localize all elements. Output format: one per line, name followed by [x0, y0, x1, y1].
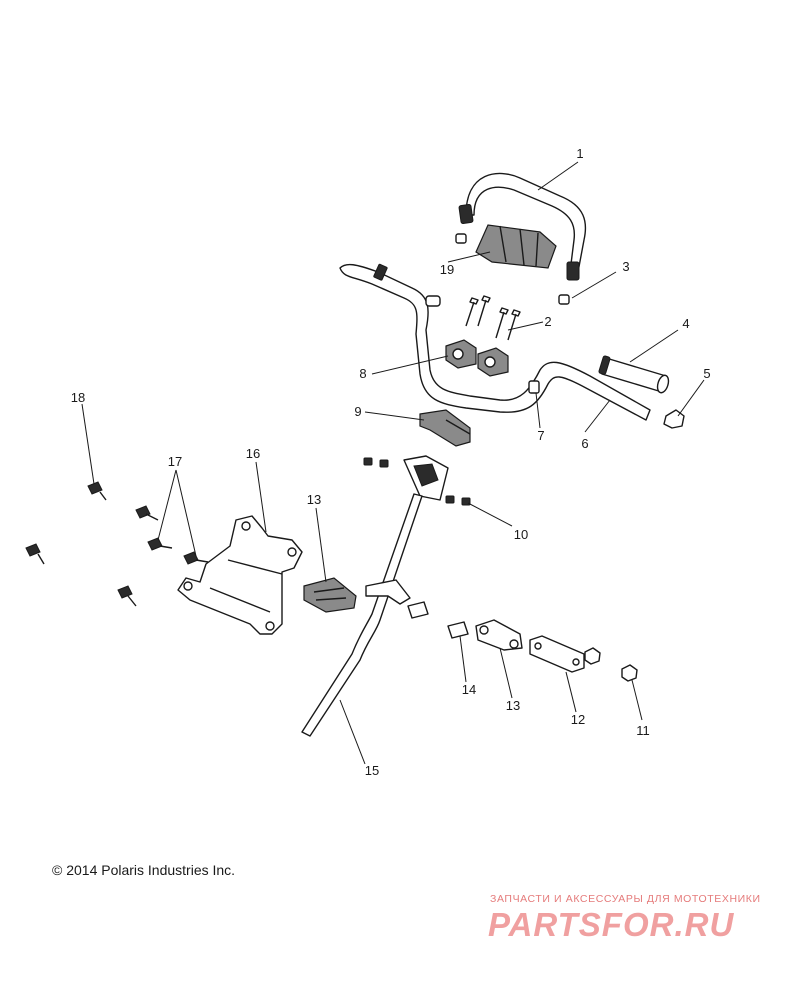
part-2-bolts	[465, 295, 521, 341]
callout-19: 19	[440, 262, 454, 277]
callout-9: 9	[354, 404, 361, 419]
part-13-clamp-upper	[303, 577, 357, 613]
callout-16: 16	[246, 446, 260, 461]
part-1-crossbar-pad	[458, 172, 587, 281]
callout-2: 2	[544, 314, 551, 329]
callout-17: 17	[168, 454, 182, 469]
watermark-logo: PARTSFOR.RU	[488, 906, 735, 943]
callout-5: 5	[703, 366, 710, 381]
part-7-nut	[528, 380, 540, 394]
part-6-handlebar	[339, 263, 651, 421]
callout-15: 15	[365, 763, 379, 778]
callout-7: 7	[537, 428, 544, 443]
part-17-bolts	[117, 505, 209, 607]
part-3-nut	[558, 294, 570, 305]
part-9-riser-clamp	[419, 409, 471, 447]
callout-labels: 1 2 3 4 5 6 7 8 9 10 11 12 13 13 14 15 1…	[71, 146, 711, 778]
part-4-grip	[598, 355, 670, 394]
part-11-nuts	[584, 647, 638, 682]
part-14-bushings	[407, 601, 469, 639]
part-15-steering-post	[301, 455, 449, 737]
callout-18: 18	[71, 390, 85, 405]
callout-4: 4	[682, 316, 689, 331]
callout-10: 10	[514, 527, 528, 542]
callout-1: 1	[576, 146, 583, 161]
callout-6: 6	[581, 436, 588, 451]
part-8-upper-clamps	[445, 339, 509, 377]
callout-11: 11	[636, 723, 650, 738]
part-12-bracket-plate	[529, 635, 585, 673]
part-16-mounting-bracket	[177, 515, 303, 635]
copyright-notice: © 2014 Polaris Industries Inc.	[52, 862, 236, 878]
callout-12: 12	[571, 712, 585, 727]
part-13-clamp-lower	[475, 619, 523, 651]
callout-3: 3	[622, 259, 629, 274]
watermark-tagline: ЗАПЧАСТИ И АКСЕССУАРЫ ДЛЯ МОТОТЕХНИКИ	[490, 893, 761, 905]
part-3-nut-left	[455, 233, 467, 244]
callout-13-lower: 13	[506, 698, 520, 713]
part-18-bolts	[25, 481, 107, 565]
callout-8: 8	[359, 366, 366, 381]
callout-14: 14	[462, 682, 476, 697]
leader-lines	[81, 161, 705, 765]
part-19-pad	[475, 224, 557, 269]
callout-13-upper: 13	[307, 492, 321, 507]
